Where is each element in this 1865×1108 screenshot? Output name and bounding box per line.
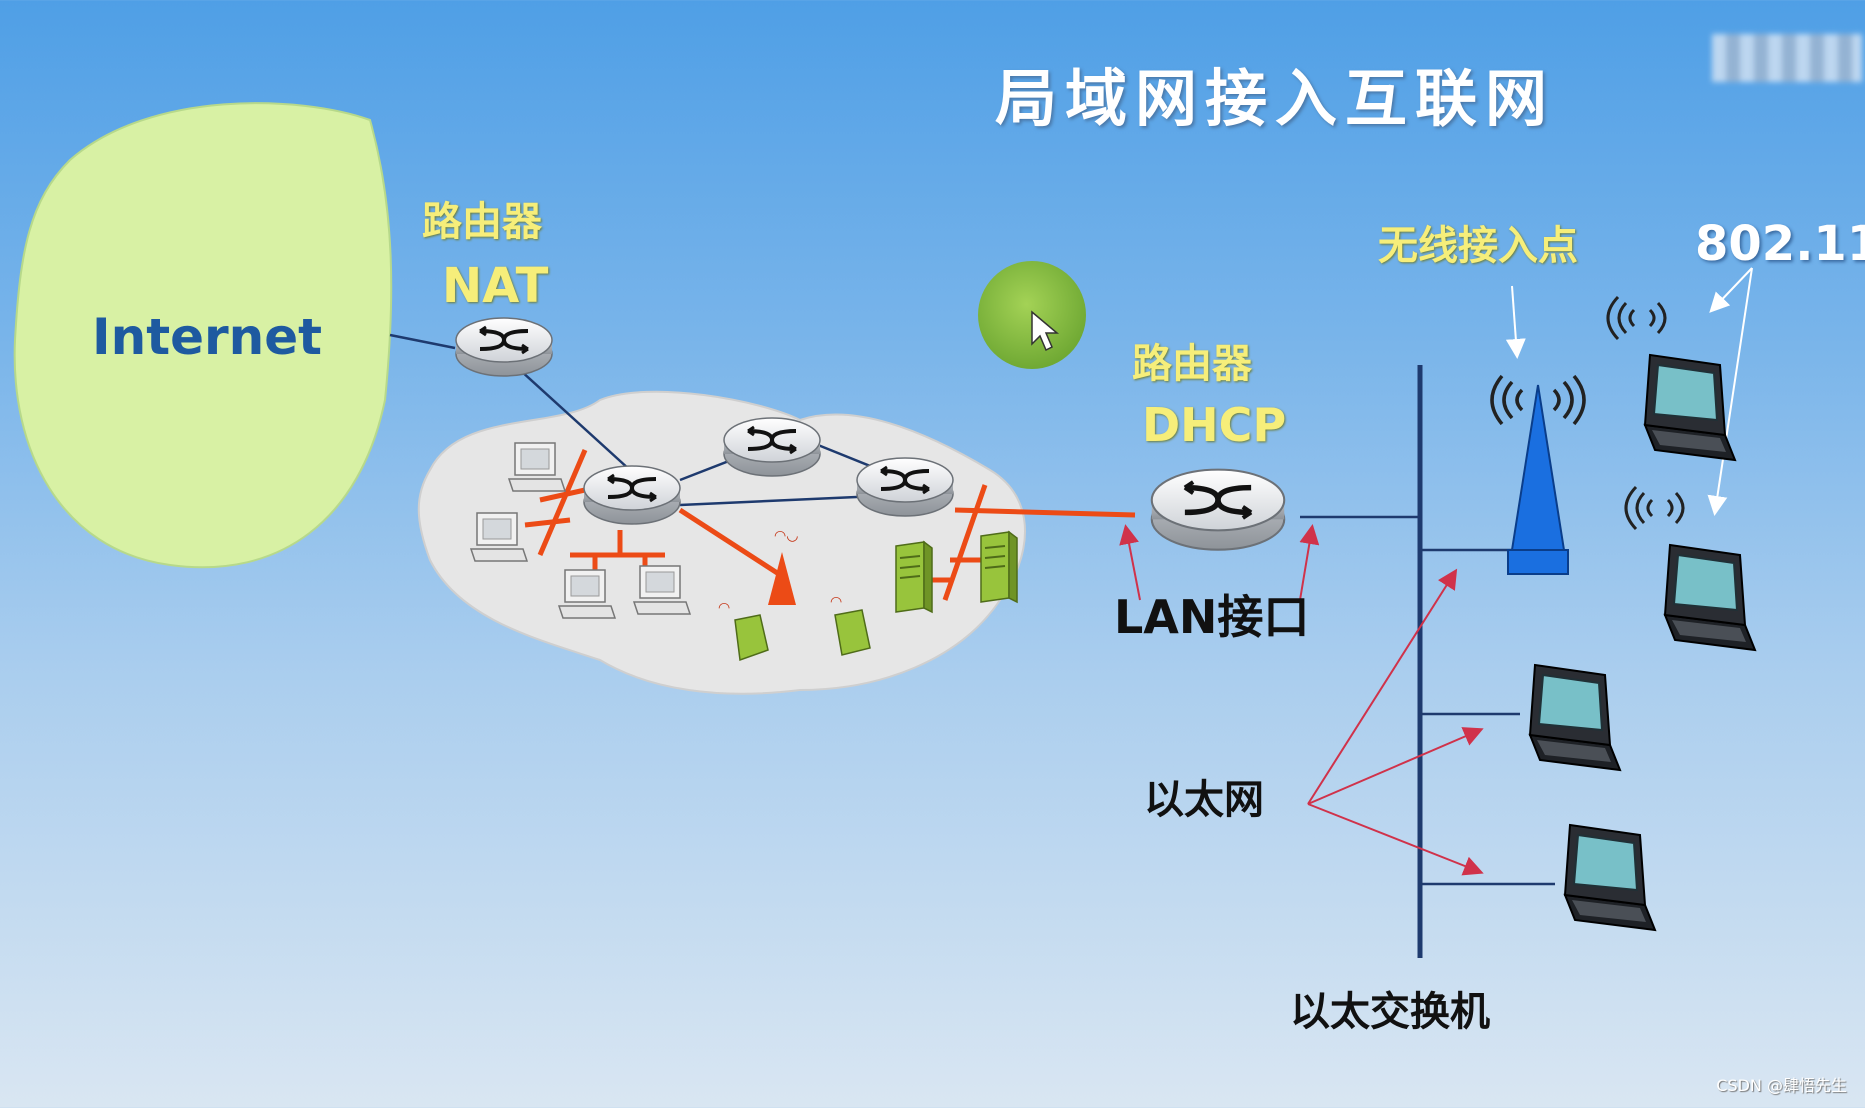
dhcp-router-label-zh: 路由器	[1132, 344, 1252, 384]
nat-router-label-en: NAT	[442, 262, 548, 310]
dhcp-router-label-en: DHCP	[1142, 402, 1286, 448]
campus-server-2	[981, 532, 1017, 602]
ethernet-laptop-2	[1565, 825, 1655, 930]
campus-server-1	[896, 542, 932, 612]
wireless-laptop-2	[1626, 487, 1755, 650]
wireless-laptop-1	[1608, 297, 1735, 460]
campus-router-top	[724, 418, 820, 476]
nat-router-label-zh: 路由器	[422, 202, 542, 242]
ap-label-arrow	[1512, 286, 1517, 355]
campus-router-right	[857, 458, 953, 516]
campus-router-left	[584, 466, 680, 524]
svg-text:◠: ◠	[718, 600, 730, 616]
link-internet-nat	[390, 335, 455, 348]
nat-router-icon	[456, 318, 552, 376]
ethernet-arrow-3	[1308, 804, 1480, 872]
svg-text:◠◡: ◠◡	[774, 528, 798, 544]
ethernet-arrow-2	[1308, 730, 1480, 804]
page-title: 局域网接入互联网	[995, 68, 1555, 130]
wifi-standard-label: 802.11	[1695, 220, 1865, 268]
cursor-highlight	[978, 261, 1086, 369]
dhcp-router-icon	[1152, 470, 1284, 550]
ethernet-switch-label: 以太交换机	[1290, 992, 1490, 1032]
blurred-logo	[1712, 34, 1862, 82]
wireless-access-point-icon	[1492, 376, 1584, 574]
ethernet-label: 以太网	[1144, 780, 1264, 820]
ethernet-laptop-1	[1530, 665, 1620, 770]
lan-port-label: LAN接口	[1114, 594, 1309, 640]
internet-label: Internet	[92, 312, 322, 362]
watermark: CSDN @肆悟先生	[1716, 1072, 1847, 1096]
svg-text:◠: ◠	[830, 594, 842, 610]
wireless-ap-label: 无线接入点	[1378, 226, 1578, 266]
ethernet-arrow-1	[1308, 572, 1455, 804]
